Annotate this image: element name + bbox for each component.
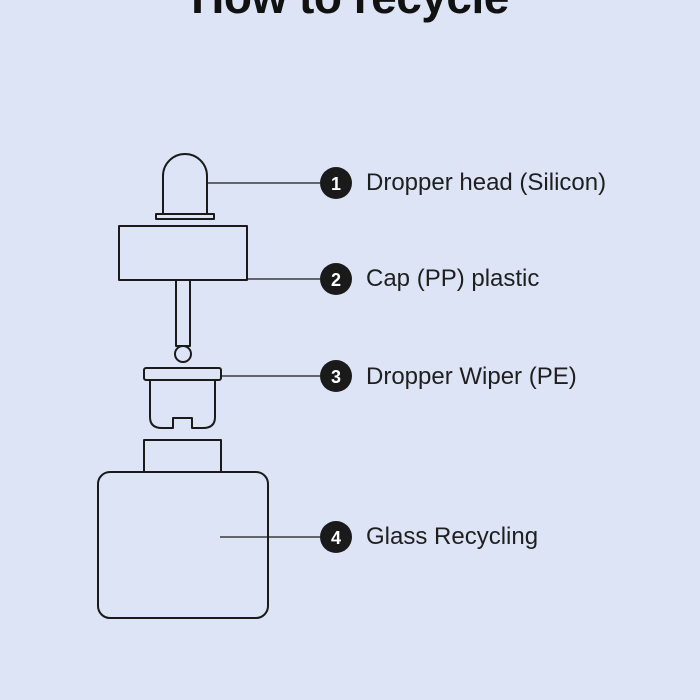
badge-3: 3	[320, 360, 352, 392]
badge-number-4: 4	[331, 528, 341, 548]
dropper-tube-part	[174, 279, 192, 363]
part-label-dropper-wiper: Dropper Wiper (PE)	[366, 363, 577, 390]
glass-bottle-part	[97, 471, 269, 619]
part-label-dropper-head: Dropper head (Silicon)	[366, 169, 607, 196]
page-title: How to recycle	[0, 0, 700, 20]
part-label-glass: Glass Recycling	[366, 523, 539, 550]
badge-number-1: 1	[331, 174, 341, 194]
badge-number-2: 2	[331, 270, 341, 290]
part-label-cap: Cap (PP) plastic	[366, 265, 540, 292]
bottle-neck-part	[143, 439, 222, 473]
badge-number-3: 3	[331, 367, 341, 387]
badge-2: 2	[320, 263, 352, 295]
dropper-wiper-part	[143, 367, 222, 429]
badge-1: 1	[320, 167, 352, 199]
badge-4: 4	[320, 521, 352, 553]
cap-part	[118, 225, 248, 281]
dropper-head-part	[155, 153, 215, 220]
